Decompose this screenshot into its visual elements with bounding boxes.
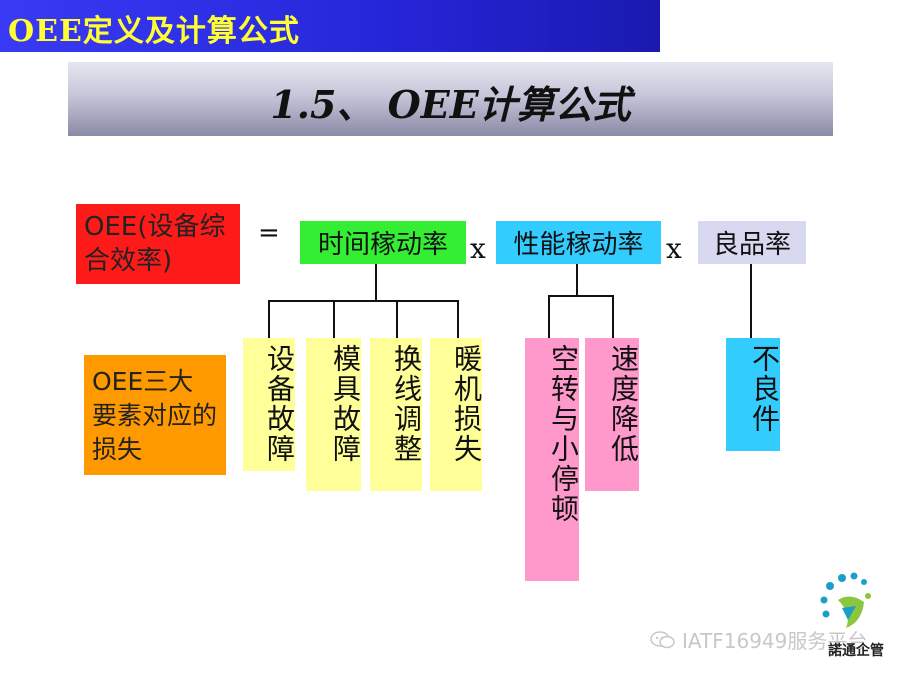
connector-line [268, 300, 459, 302]
quality-rate-box: 良品率 [698, 221, 806, 264]
time-rate-box: 时间稼动率 [300, 221, 466, 264]
connector-line [750, 264, 752, 338]
connector-line [548, 295, 550, 338]
loss-box-speed-reduction: 速度降低 [585, 338, 640, 491]
connector-line [612, 295, 614, 338]
logo-text: 諾通企管 [828, 643, 884, 659]
multiply-sign-1: x [470, 232, 486, 265]
loss-box-equipment-failure: 设备故障 [243, 338, 296, 471]
top-banner: OEE定义及计算公式 [0, 0, 660, 52]
connector-line [576, 264, 578, 296]
connector-line [548, 295, 614, 297]
connector-line [457, 300, 459, 338]
oee-loss-label-box: OEE三大要素对应的损失 [84, 355, 226, 475]
company-logo-icon [820, 572, 871, 628]
loss-box-changeover: 换线调整 [370, 338, 423, 491]
connector-line [396, 300, 398, 338]
watermark: IATF16949服务平台 [650, 625, 867, 654]
banner-title: OEE定义及计算公式 [8, 14, 300, 49]
section-title-bar: 1.5、 OEE计算公式 [68, 62, 833, 136]
multiply-sign-2: x [666, 232, 682, 265]
loss-box-mold-failure: 模具故障 [306, 338, 362, 491]
oee-definition-box: OEE(设备综合效率) [76, 204, 240, 284]
equals-sign: = [258, 218, 280, 248]
connector-line [375, 264, 377, 300]
connector-line [268, 300, 270, 338]
loss-box-defects: 不良件 [726, 338, 781, 451]
loss-box-warmup: 暖机损失 [430, 338, 483, 491]
connector-line [333, 300, 335, 338]
watermark-text: IATF16949服务平台 [682, 629, 868, 653]
wechat-icon [650, 630, 675, 648]
performance-rate-box: 性能稼动率 [496, 221, 661, 264]
section-title: 1.5、 OEE计算公式 [270, 82, 631, 127]
loss-box-idling-minor-stops: 空转与小停顿 [525, 338, 580, 581]
